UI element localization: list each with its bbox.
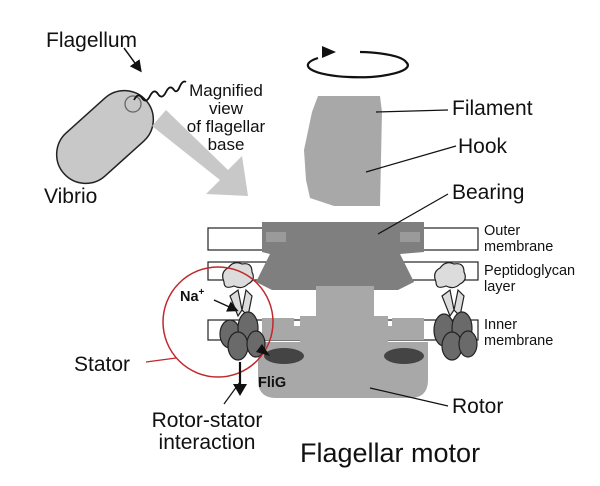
flagellum-wave <box>133 80 187 102</box>
label-filament: Filament <box>452 97 533 120</box>
stator-highlight-circle <box>162 266 274 378</box>
label-rotor-stator-2: interaction <box>158 431 256 454</box>
label-inner-membrane-1: Inner <box>484 317 518 333</box>
label-inner-membrane: Inner membrane <box>484 318 553 348</box>
label-outer-membrane: Outer membrane <box>484 224 553 254</box>
label-rotor-stator: Rotor-stator interaction <box>132 410 282 453</box>
rotation-arrow <box>306 46 409 79</box>
vibrio-cell <box>55 89 155 185</box>
label-rotor-stator-1: Rotor-stator <box>151 409 263 432</box>
label-flig: FliG <box>258 375 287 391</box>
rotor-body <box>262 318 424 340</box>
label-peptidoglycan: Peptidoglycan layer <box>484 264 575 294</box>
label-hook: Hook <box>458 135 508 158</box>
label-na-ion: Na+ <box>180 287 205 305</box>
label-peptidoglycan-1: Peptidoglycan <box>484 263 576 279</box>
motor-title: Flagellar motor <box>300 438 481 468</box>
label-magnified-1: Magnified <box>189 81 263 100</box>
filament-hook <box>304 96 382 206</box>
hook-pointer <box>365 145 457 173</box>
label-outer-membrane-2: membrane <box>484 238 554 255</box>
magnify-arrow <box>152 110 248 196</box>
label-na: Na <box>180 289 199 305</box>
label-magnified: Magnified view of flagellar base <box>176 82 276 153</box>
rotor-stator-pointer <box>223 381 241 405</box>
bearing-pointer <box>377 193 449 235</box>
label-na-charge: + <box>198 287 205 299</box>
stator-right <box>433 262 478 361</box>
na-arrow <box>213 299 239 312</box>
label-magnified-4: base <box>207 135 245 154</box>
flagellum-pointer <box>123 47 142 73</box>
label-peptidoglycan-2: layer <box>484 278 516 295</box>
label-flagellum: Flagellum <box>46 29 138 52</box>
filament-pointer <box>375 109 449 113</box>
label-magnified-2: view <box>208 99 243 118</box>
label-stator: Stator <box>74 353 131 376</box>
label-inner-membrane-2: membrane <box>484 332 554 349</box>
flig-right <box>384 348 424 364</box>
bearing-ring <box>256 222 424 290</box>
label-outer-membrane-1: Outer <box>484 223 521 239</box>
flig-left <box>264 348 304 364</box>
stator-callout-line <box>145 357 177 363</box>
rotor-pointer <box>369 387 449 407</box>
label-vibrio: Vibrio <box>44 185 98 208</box>
label-bearing: Bearing <box>452 181 525 204</box>
label-magnified-3: of flagellar <box>186 117 266 136</box>
label-rotor: Rotor <box>452 395 504 418</box>
